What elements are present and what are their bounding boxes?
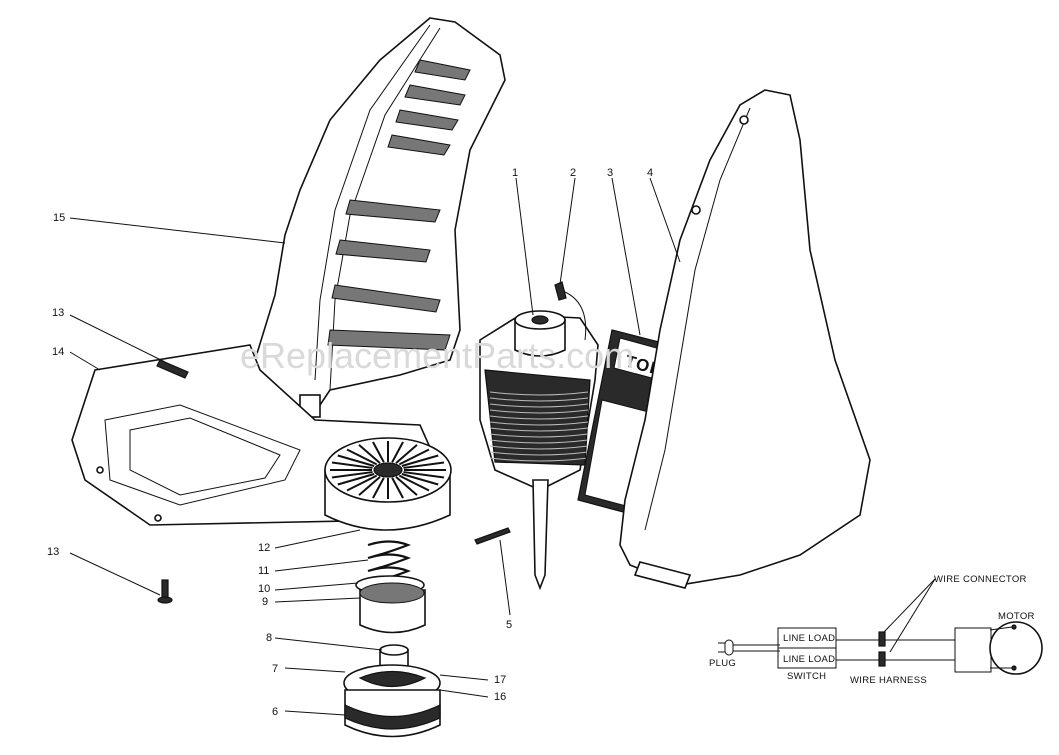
callout-1: 1 — [512, 167, 518, 179]
callout-9: 9 — [262, 596, 268, 608]
plug-label: PLUG — [709, 658, 736, 669]
callout-3: 3 — [607, 167, 613, 179]
terminal-part-2 — [554, 281, 567, 301]
wire-harness-label: WIRE HARNESS — [850, 675, 927, 686]
wire-connector-bottom — [878, 651, 886, 667]
switch-line-load-bottom: LINE LOAD — [783, 654, 835, 665]
fan-blades — [330, 441, 446, 499]
pin-part-5 — [474, 527, 511, 545]
callout-14: 14 — [52, 346, 64, 358]
switch-line-load-top: LINE LOAD — [783, 633, 835, 644]
cover-part-4 — [619, 89, 871, 589]
motor-label: MOTOR — [998, 611, 1035, 622]
handle-housing-part-15 — [254, 17, 506, 441]
callout-17: 17 — [494, 674, 506, 686]
callout-numbers: 1 2 3 4 5 6 7 8 9 10 11 12 13 13 14 15 1… — [47, 167, 653, 718]
screw-part-13-upper — [156, 359, 189, 379]
callout-12: 12 — [258, 542, 270, 554]
wiring-schematic: WIRE CONNECTOR MOTOR PLUG LINE LOAD LINE… — [709, 574, 1043, 686]
watermark: eReplacementParts.com — [240, 335, 634, 376]
hub-part-9 — [359, 582, 426, 634]
callout-13-upper: 13 — [52, 307, 64, 319]
spool-base-part-6 — [344, 689, 441, 738]
callout-5: 5 — [506, 619, 512, 631]
callout-10: 10 — [258, 583, 270, 595]
callout-4: 4 — [647, 167, 653, 179]
callout-7: 7 — [272, 663, 278, 675]
wire-connector-label: WIRE CONNECTOR — [934, 574, 1027, 585]
callout-8: 8 — [266, 632, 272, 644]
spring-part-11 — [367, 540, 412, 586]
callout-16: 16 — [494, 691, 506, 703]
screw-part-13-lower — [157, 579, 173, 604]
motor-part-1 — [479, 289, 599, 591]
callout-2: 2 — [570, 167, 576, 179]
callout-6: 6 — [272, 706, 278, 718]
plug-symbol — [724, 639, 734, 656]
callout-11: 11 — [258, 565, 269, 577]
switch-label: SWITCH — [787, 671, 826, 682]
wire-connector-top — [878, 631, 886, 647]
housing-ribs — [327, 59, 471, 351]
motor-windings — [489, 391, 589, 462]
fan-part-12 — [324, 437, 452, 531]
motor-symbol — [989, 621, 1043, 675]
callout-13-lower: 13 — [47, 546, 59, 558]
callout-15: 15 — [53, 212, 65, 224]
leader-lines — [69, 177, 681, 716]
